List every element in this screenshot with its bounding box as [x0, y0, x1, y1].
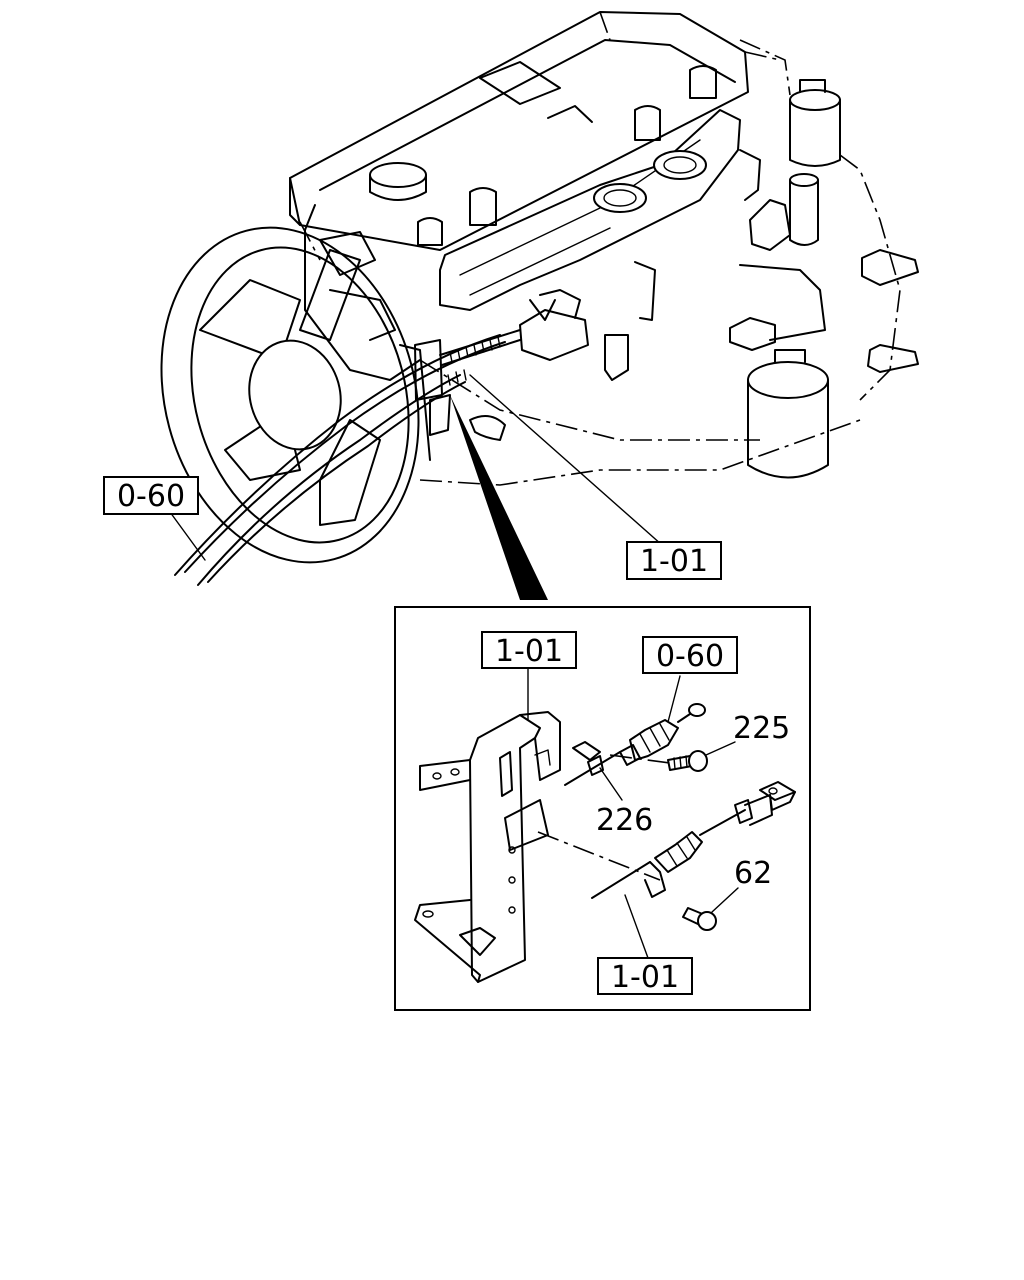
- part-number-226: 226: [596, 803, 653, 838]
- leader-1-01-bottom: [624, 894, 649, 959]
- control-cables: [174, 329, 521, 586]
- part-number-225: 225: [733, 711, 790, 746]
- callout-0-60-detail: 0-60: [642, 636, 738, 674]
- lower-cable-end: [591, 781, 796, 899]
- detail-view: 1-01 0-60 1-01 225 226 62: [394, 606, 811, 1011]
- mounting-bracket: [414, 711, 561, 983]
- leader-line-1-01: [469, 374, 663, 546]
- callout-label: 1-01: [495, 634, 563, 669]
- detail-frame: [394, 606, 811, 1011]
- callout-label: 1-01: [640, 544, 708, 579]
- bolt-62: [682, 907, 717, 931]
- upper-cable-end: [564, 703, 706, 786]
- engine-assembly: [289, 11, 919, 486]
- callout-label: 0-60: [117, 479, 185, 514]
- leader-225: [705, 741, 736, 756]
- bolt-225: [609, 750, 708, 772]
- callout-1-01-detail-bottom: 1-01: [597, 957, 693, 995]
- leader-62: [711, 887, 739, 913]
- callout-1-01-main: 1-01: [626, 541, 722, 580]
- callout-label: 1-01: [611, 960, 679, 995]
- leader-0-60-detail: [667, 675, 681, 723]
- leader-226: [599, 767, 623, 801]
- callout-1-01-detail-top: 1-01: [481, 631, 577, 669]
- callout-label: 0-60: [656, 639, 724, 674]
- part-number-62: 62: [734, 856, 772, 891]
- detail-zoom-wedge: [450, 395, 548, 600]
- callout-0-60-main: 0-60: [103, 476, 199, 515]
- alignment-line: [537, 831, 661, 881]
- leader-line-0-60: [169, 511, 206, 561]
- cooling-fan: [160, 226, 420, 564]
